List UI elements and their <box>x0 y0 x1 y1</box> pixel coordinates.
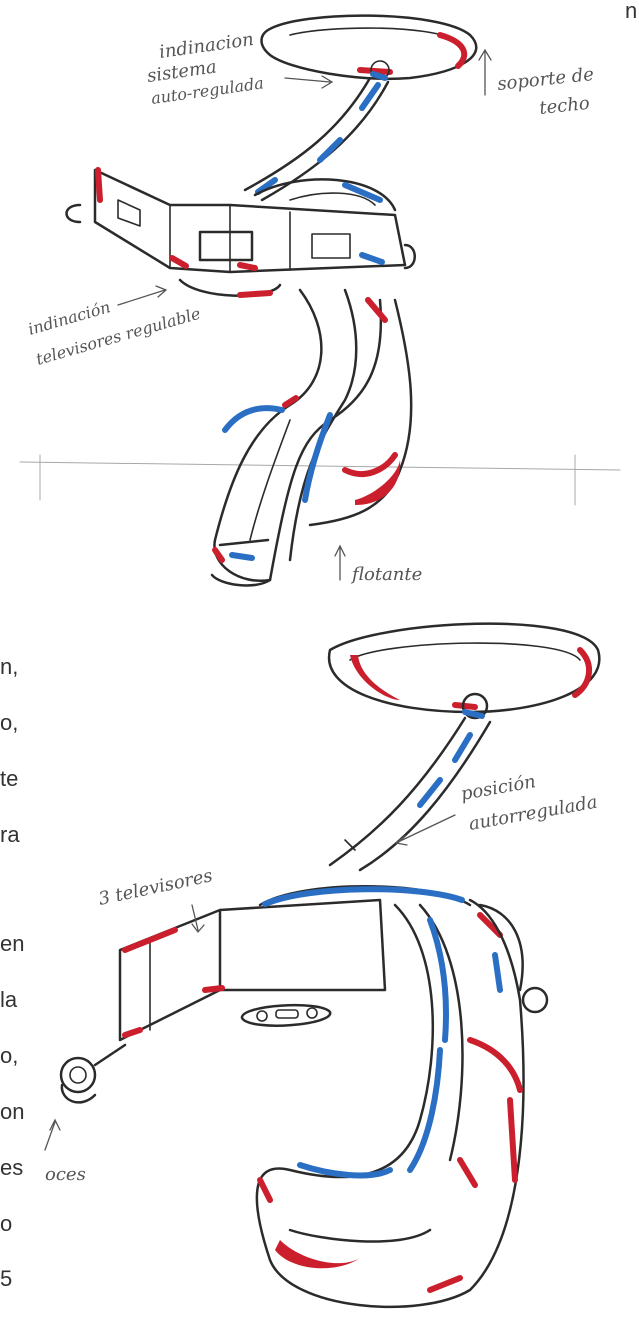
support-arm-1 <box>245 78 388 200</box>
ceiling-mount-2 <box>329 624 599 718</box>
label-floating: flotante <box>350 564 422 585</box>
label-partial-left: oces <box>45 1164 86 1185</box>
tv-band-2 <box>61 900 547 1102</box>
sketch-2-ceiling-chair: 3 televisores posición autorregulada oce… <box>45 624 599 1307</box>
sketch-1-ceiling-chair: indinacion sistema auto-regulada soporte… <box>20 16 620 586</box>
label-ceiling-line1: soporte de <box>496 64 594 95</box>
label-ceiling-line2: techo <box>538 93 590 119</box>
seat-2 <box>257 886 524 1307</box>
tv-band-1 <box>67 170 415 296</box>
ceiling-mount-1 <box>262 16 477 79</box>
label-tvs: 3 televisores <box>97 865 215 910</box>
label-position-line1: posición <box>459 771 537 805</box>
